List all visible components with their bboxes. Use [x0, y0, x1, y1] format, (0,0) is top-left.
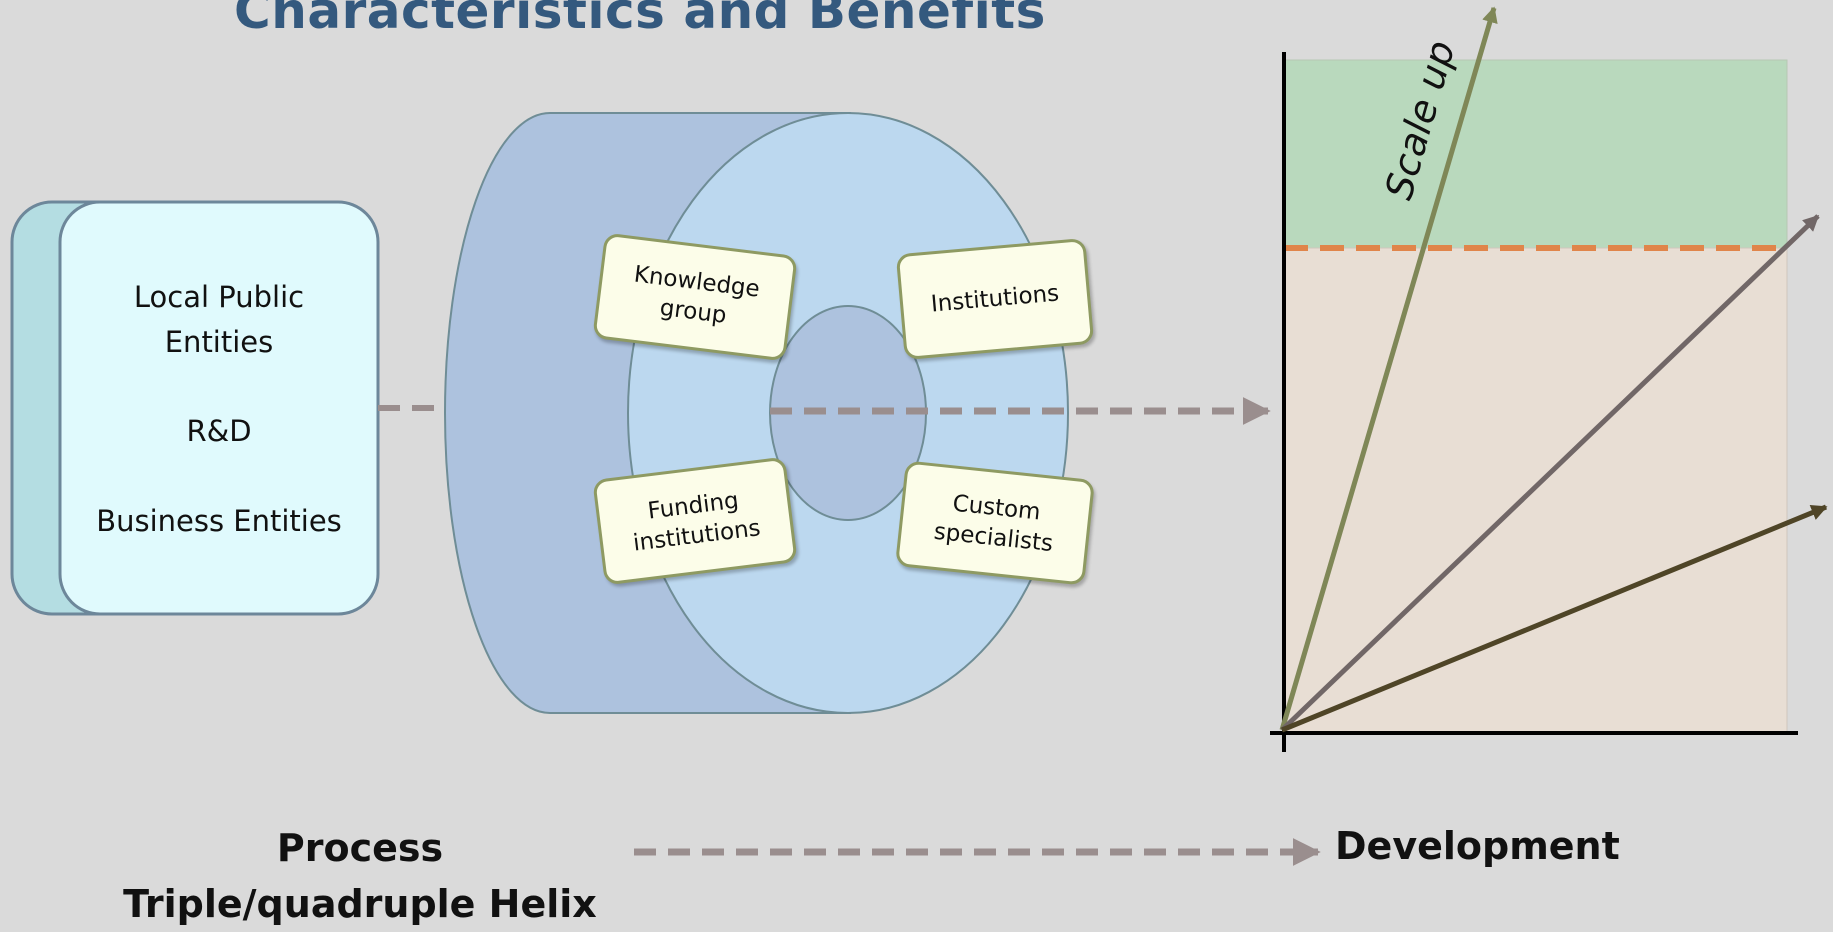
- low-growth-arrow: [1281, 504, 1828, 733]
- process-helix-label: Process Triple/quadruple Helix: [123, 826, 597, 926]
- mid-growth-arrow: [1280, 214, 1820, 732]
- development-label: Development: [1335, 824, 1620, 868]
- stakeholder-front-card: [58, 200, 380, 616]
- stakeholder-business: Business Entities: [96, 504, 342, 538]
- page-title: Characteristics and Benefits: [234, 0, 1046, 40]
- card-custom-specialists: Custom specialists: [894, 460, 1096, 586]
- development-graph: [1270, 6, 1828, 752]
- graph-zone-upper: [1283, 59, 1788, 249]
- stakeholder-local-public-line1: Local Public: [133, 280, 305, 314]
- stakeholder-rd: R&D: [186, 414, 252, 448]
- stakeholder-stack: [10, 200, 380, 616]
- scale-up-arrow: [1279, 6, 1498, 731]
- stakeholder-local-public-line2: Entities: [164, 325, 274, 359]
- card-institutions: Institutions: [895, 237, 1095, 361]
